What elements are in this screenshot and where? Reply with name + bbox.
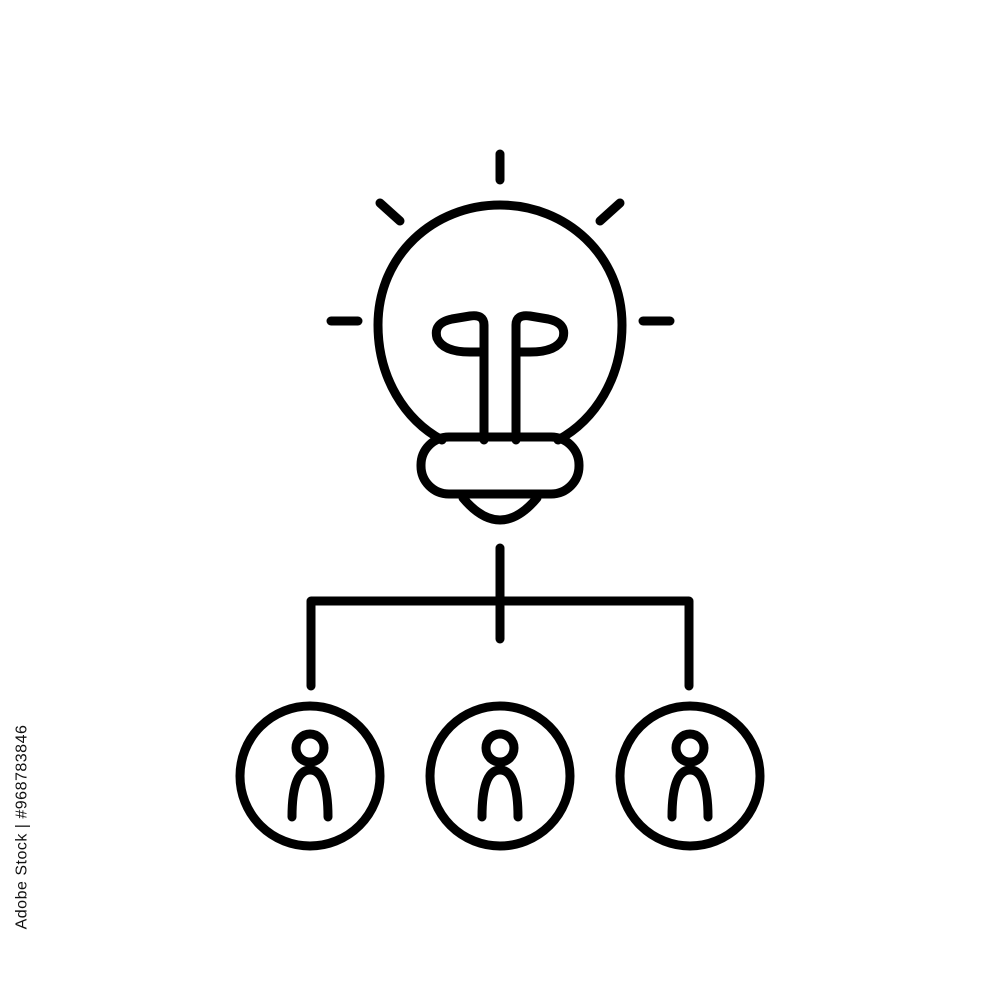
light-rays bbox=[326, 149, 675, 326]
bulb-socket bbox=[416, 432, 584, 499]
user-icon-body bbox=[287, 765, 333, 822]
person-node-center bbox=[425, 701, 575, 851]
user-icon-head bbox=[291, 729, 329, 767]
ray-upper-left bbox=[375, 198, 405, 226]
stock-id-label: Adobe Stock | #968783846 bbox=[8, 725, 36, 930]
stock-id-text: Adobe Stock | #968783846 bbox=[13, 724, 31, 930]
person-circle bbox=[615, 701, 765, 851]
person-node-left bbox=[235, 701, 385, 851]
user-icon-body bbox=[477, 765, 523, 822]
bulb-filament bbox=[431, 311, 569, 445]
person-node-right bbox=[615, 701, 765, 851]
bulb-glass bbox=[373, 200, 627, 445]
bulb-tip bbox=[458, 493, 542, 525]
lightbulb-icon bbox=[373, 200, 627, 525]
user-icon-head bbox=[671, 729, 709, 767]
ray-upper-right bbox=[595, 198, 625, 226]
person-circle bbox=[425, 701, 575, 851]
user-icon-body bbox=[667, 765, 713, 822]
user-icon-head bbox=[481, 729, 519, 767]
connector-lines bbox=[306, 543, 694, 691]
person-circle bbox=[235, 701, 385, 851]
branch-line bbox=[306, 596, 694, 691]
